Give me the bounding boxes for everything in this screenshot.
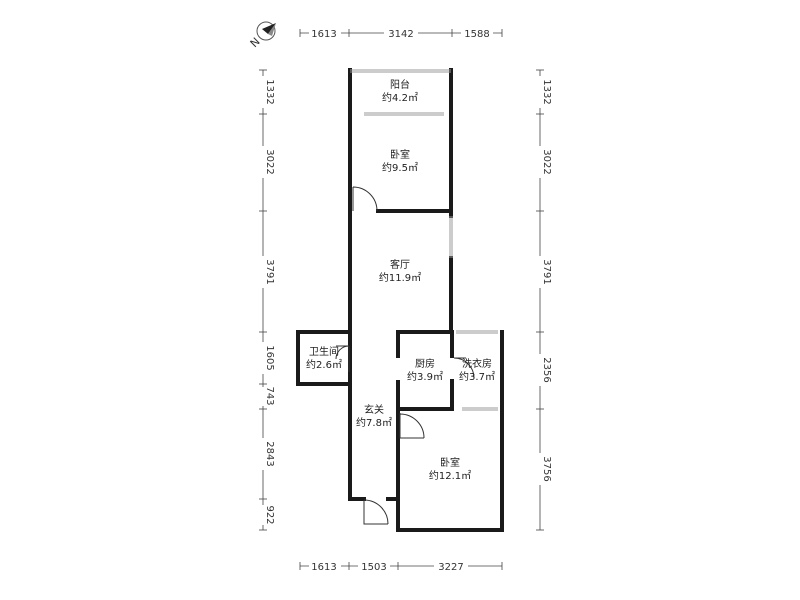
dimension-label: 1588 — [464, 29, 489, 40]
dimension-label-bg — [434, 559, 468, 573]
dimension-label-bg — [533, 76, 547, 108]
dimension-label: 1613 — [311, 562, 336, 573]
dimension-bottom: 1613 1503 3227 — [299, 559, 503, 573]
dimension-label: 3791 — [541, 259, 552, 284]
dimension-label: 3142 — [388, 29, 413, 40]
dimension-label-bg — [533, 256, 547, 288]
room-name-living: 客厅 — [390, 258, 410, 271]
dimension-label-bg — [256, 256, 270, 288]
walls — [296, 68, 504, 532]
compass-ring — [256, 21, 276, 41]
room-name-balcony: 阳台 — [390, 78, 410, 91]
room-area-bedroom-1: 约9.5㎡ — [382, 161, 418, 174]
north-arrow-shadow-icon — [268, 23, 276, 36]
dimension-label-bg — [256, 387, 270, 406]
room-name-bedroom-1: 卧室 — [390, 148, 410, 161]
room-name-entrance: 玄关 — [364, 403, 384, 416]
dimension-label: 1332 — [541, 79, 552, 104]
dimension-label: 1503 — [361, 562, 386, 573]
dimension-label: 3756 — [541, 456, 552, 481]
dimension-label-bg — [533, 453, 547, 485]
room-labels: 阳台 约4.2㎡ 卧室 约9.5㎡ 客厅 约11.9㎡ 卫生间 约2.6㎡ 厨房… — [306, 78, 495, 482]
dimension-label-bg — [358, 559, 390, 573]
dimension-label: 1605 — [264, 345, 275, 370]
room-name-kitchen: 厨房 — [415, 357, 435, 370]
dimension-label: 3022 — [264, 149, 275, 174]
dimension-label-bg — [256, 438, 270, 470]
dimension-label: 3791 — [264, 259, 275, 284]
compass-label: N — [248, 35, 263, 50]
room-name-laundry: 洗衣房 — [462, 357, 492, 370]
dimension-label: 3227 — [438, 562, 463, 573]
dimension-label: 922 — [264, 505, 275, 524]
room-name-bedroom-2: 卧室 — [440, 456, 460, 469]
dimension-top: 1613 3142 1588 — [299, 26, 503, 40]
room-area-laundry: 约3.7㎡ — [459, 370, 495, 383]
dimension-label: 1613 — [311, 29, 336, 40]
dimension-label: 3022 — [541, 149, 552, 174]
room-area-balcony: 约4.2㎡ — [382, 91, 418, 104]
room-area-kitchen: 约3.9㎡ — [407, 370, 443, 383]
dimension-label-bg — [309, 559, 341, 573]
dimension-label: 1332 — [264, 79, 275, 104]
dimension-label: 2843 — [264, 441, 275, 466]
dimension-label: 2356 — [541, 357, 552, 382]
dimension-left: 1332 3022 3791 1605 743 2843 922 — [256, 69, 275, 531]
room-area-bathroom: 约2.6㎡ — [306, 358, 342, 371]
windows — [350, 69, 498, 411]
dimension-right: 1332 3022 3791 2356 3756 — [533, 69, 552, 531]
compass: N — [248, 21, 276, 50]
room-area-bedroom-2: 约12.1㎡ — [429, 469, 471, 482]
dimension-label-bg — [256, 342, 270, 374]
doors — [335, 186, 475, 525]
dimension-label-bg — [461, 26, 493, 40]
dimension-label-bg — [256, 146, 270, 178]
dimension-label-bg — [309, 26, 341, 40]
door-bathroom — [335, 345, 350, 372]
dimension-label-bg — [384, 26, 418, 40]
dimension-label: 743 — [264, 386, 275, 405]
room-name-bathroom: 卫生间 — [309, 345, 339, 358]
room-area-entrance: 约7.8㎡ — [356, 416, 392, 429]
dimension-label-bg — [256, 76, 270, 108]
door-bedroom-1 — [352, 186, 378, 212]
north-arrow-icon — [262, 23, 276, 34]
door-bedroom-2 — [399, 413, 425, 439]
room-area-living: 约11.9㎡ — [379, 271, 421, 284]
dimension-label-bg — [256, 505, 270, 525]
dimension-label-bg — [533, 354, 547, 386]
door-entrance — [363, 499, 389, 525]
door-laundry — [453, 357, 475, 379]
dimension-label-bg — [533, 146, 547, 178]
